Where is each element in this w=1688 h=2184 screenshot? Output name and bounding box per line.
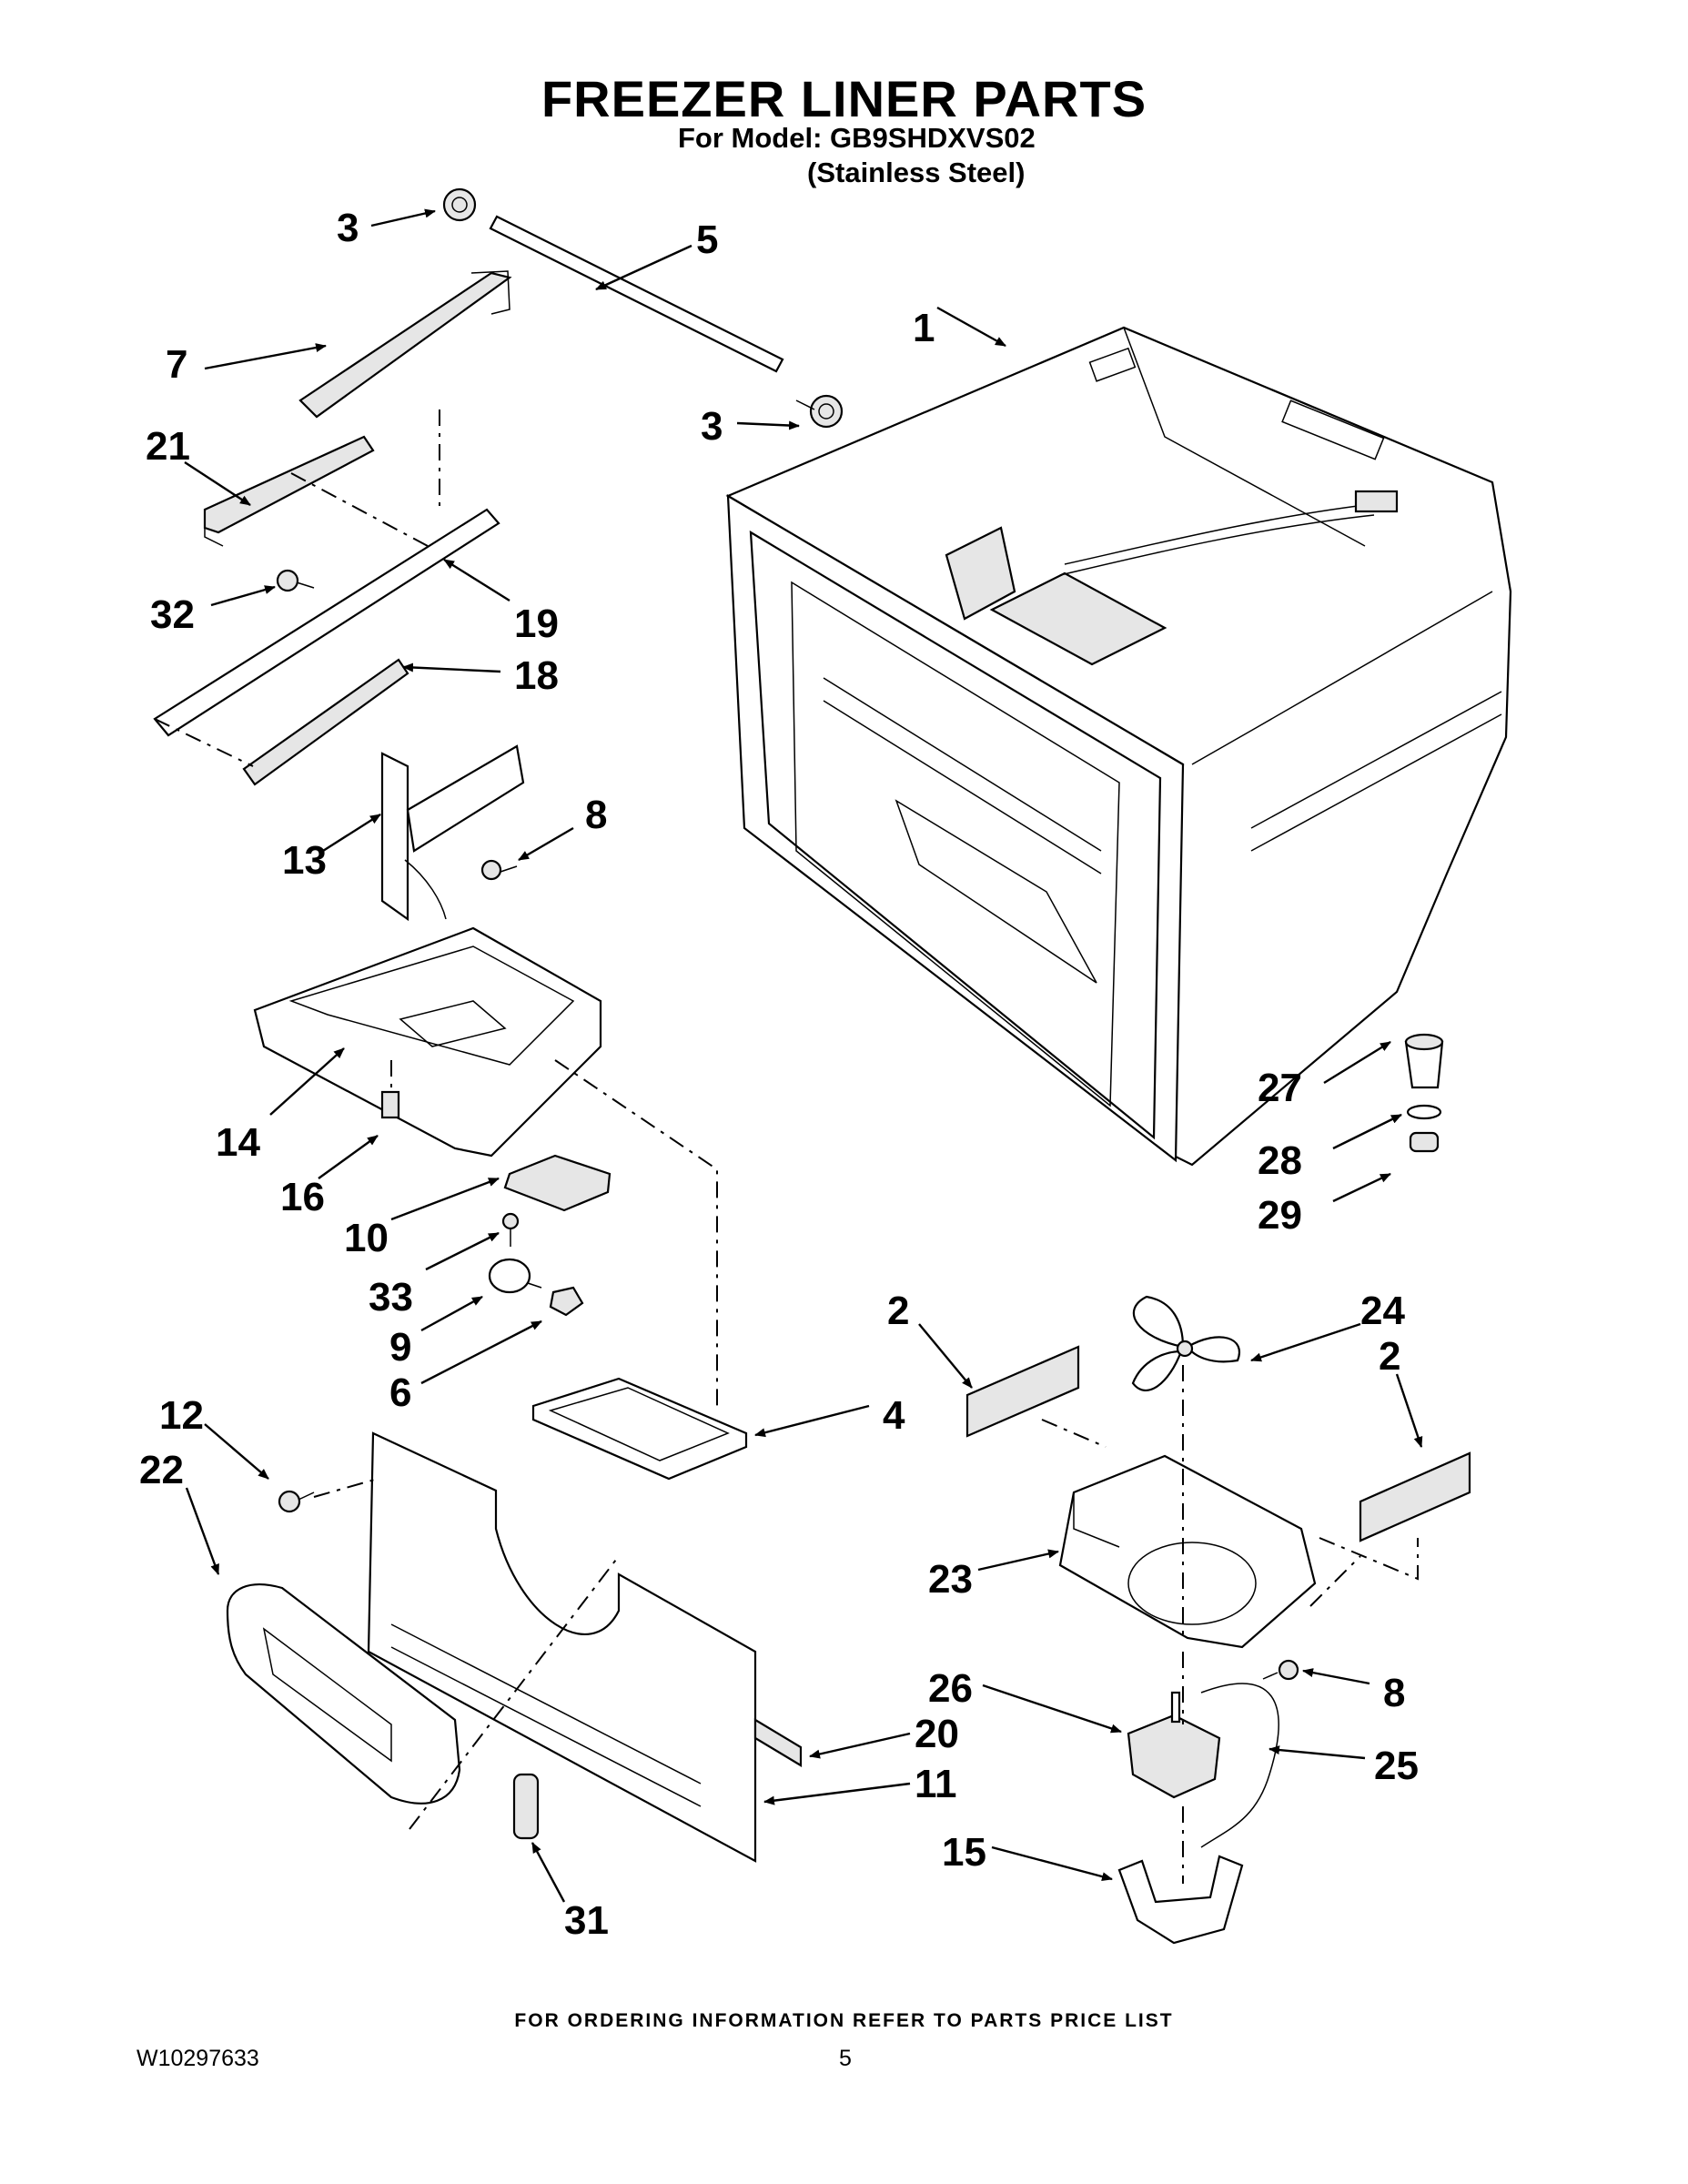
callout-20: 20 bbox=[915, 1712, 959, 1756]
part-22-grille-cover bbox=[226, 1583, 461, 1805]
callout-11: 11 bbox=[915, 1762, 957, 1806]
callout-9: 9 bbox=[389, 1325, 411, 1370]
callout-3-top: 3 bbox=[337, 206, 359, 250]
part-3-gear-top bbox=[442, 187, 477, 222]
part-9-bulb bbox=[488, 1258, 542, 1294]
part-25-wire bbox=[1200, 1683, 1279, 1848]
part-32-screw bbox=[276, 569, 315, 592]
callout-10: 10 bbox=[344, 1216, 389, 1260]
part-10-light-housing bbox=[503, 1154, 612, 1212]
part-4-grille bbox=[531, 1377, 748, 1481]
model-variant: (Stainless Steel) bbox=[807, 157, 1026, 188]
part-27-cup bbox=[1404, 1033, 1444, 1089]
callout-32: 32 bbox=[150, 592, 195, 637]
part-19-slide bbox=[153, 508, 500, 737]
callout-2-right: 2 bbox=[1379, 1334, 1400, 1379]
model-number: For Model: GB9SHDXVS02 bbox=[678, 122, 1036, 154]
page-number: 5 bbox=[839, 2046, 852, 2071]
part-6-socket bbox=[549, 1286, 584, 1317]
part-26-fan-motor bbox=[1127, 1691, 1221, 1799]
part-11-panel bbox=[367, 1431, 757, 1863]
callout-19: 19 bbox=[514, 602, 559, 646]
callout-8-lower: 8 bbox=[1383, 1671, 1405, 1715]
part-5-rod bbox=[489, 215, 784, 373]
part-29-grommet bbox=[1409, 1131, 1440, 1153]
callout-leaders bbox=[184, 208, 1423, 1903]
part-24-fan-blade bbox=[1131, 1295, 1240, 1391]
part-13-bracket bbox=[380, 744, 525, 922]
callout-8-upper: 8 bbox=[585, 793, 607, 837]
part-3-gear-bottom bbox=[795, 394, 844, 429]
part-14-housing bbox=[253, 926, 602, 1158]
callout-21: 21 bbox=[146, 424, 190, 469]
part-8-screw-lower bbox=[1262, 1659, 1299, 1681]
part-23-fan-shroud bbox=[1058, 1454, 1317, 1649]
callout-23: 23 bbox=[928, 1557, 973, 1602]
callout-1: 1 bbox=[913, 306, 935, 350]
callout-31: 31 bbox=[564, 1898, 609, 1943]
callout-7: 7 bbox=[166, 342, 187, 387]
ordering-info-note: FOR ORDERING INFORMATION REFER TO PARTS … bbox=[514, 2010, 1174, 2031]
callout-27: 27 bbox=[1258, 1066, 1302, 1110]
callout-25: 25 bbox=[1374, 1744, 1419, 1788]
page-title: FREEZER LINER PARTS bbox=[541, 70, 1147, 127]
part-15-bracket bbox=[1117, 1855, 1244, 1945]
callout-22: 22 bbox=[139, 1448, 184, 1492]
part-2-pad-right bbox=[1359, 1451, 1471, 1542]
callout-2-left: 2 bbox=[887, 1289, 909, 1333]
callout-33: 33 bbox=[369, 1275, 413, 1320]
assembly-dash-lines bbox=[154, 410, 1419, 1884]
callout-5: 5 bbox=[696, 217, 718, 262]
part-16-switch bbox=[380, 1090, 400, 1119]
part-7-rail bbox=[298, 270, 512, 419]
callout-6: 6 bbox=[389, 1370, 411, 1415]
callout-28: 28 bbox=[1258, 1138, 1302, 1183]
callout-4: 4 bbox=[883, 1393, 905, 1438]
part-1-freezer-liner bbox=[725, 326, 1512, 1167]
callout-labels: 3 5 1 7 3 21 32 19 18 13 8 14 27 28 16 1… bbox=[139, 206, 1419, 1943]
callout-16: 16 bbox=[280, 1175, 325, 1219]
callout-3-bottom: 3 bbox=[701, 404, 723, 449]
part-28-ring bbox=[1406, 1104, 1442, 1120]
part-31-clip bbox=[512, 1773, 540, 1840]
callout-13: 13 bbox=[282, 838, 327, 883]
callout-26: 26 bbox=[928, 1666, 973, 1711]
part-18-slide bbox=[242, 658, 409, 786]
part-20-strip bbox=[753, 1718, 803, 1767]
part-33-screw bbox=[501, 1212, 520, 1247]
part-12-screw bbox=[278, 1490, 315, 1513]
callout-15: 15 bbox=[942, 1830, 986, 1875]
callout-24: 24 bbox=[1360, 1289, 1405, 1333]
document-number: W10297633 bbox=[136, 2046, 259, 2071]
part-2-pad-left bbox=[965, 1345, 1080, 1438]
callout-29: 29 bbox=[1258, 1193, 1302, 1238]
callout-12: 12 bbox=[159, 1393, 204, 1438]
part-21-bracket bbox=[203, 435, 375, 547]
callout-18: 18 bbox=[514, 653, 559, 698]
callout-14: 14 bbox=[216, 1120, 260, 1165]
part-8-screw-upper bbox=[480, 859, 518, 881]
